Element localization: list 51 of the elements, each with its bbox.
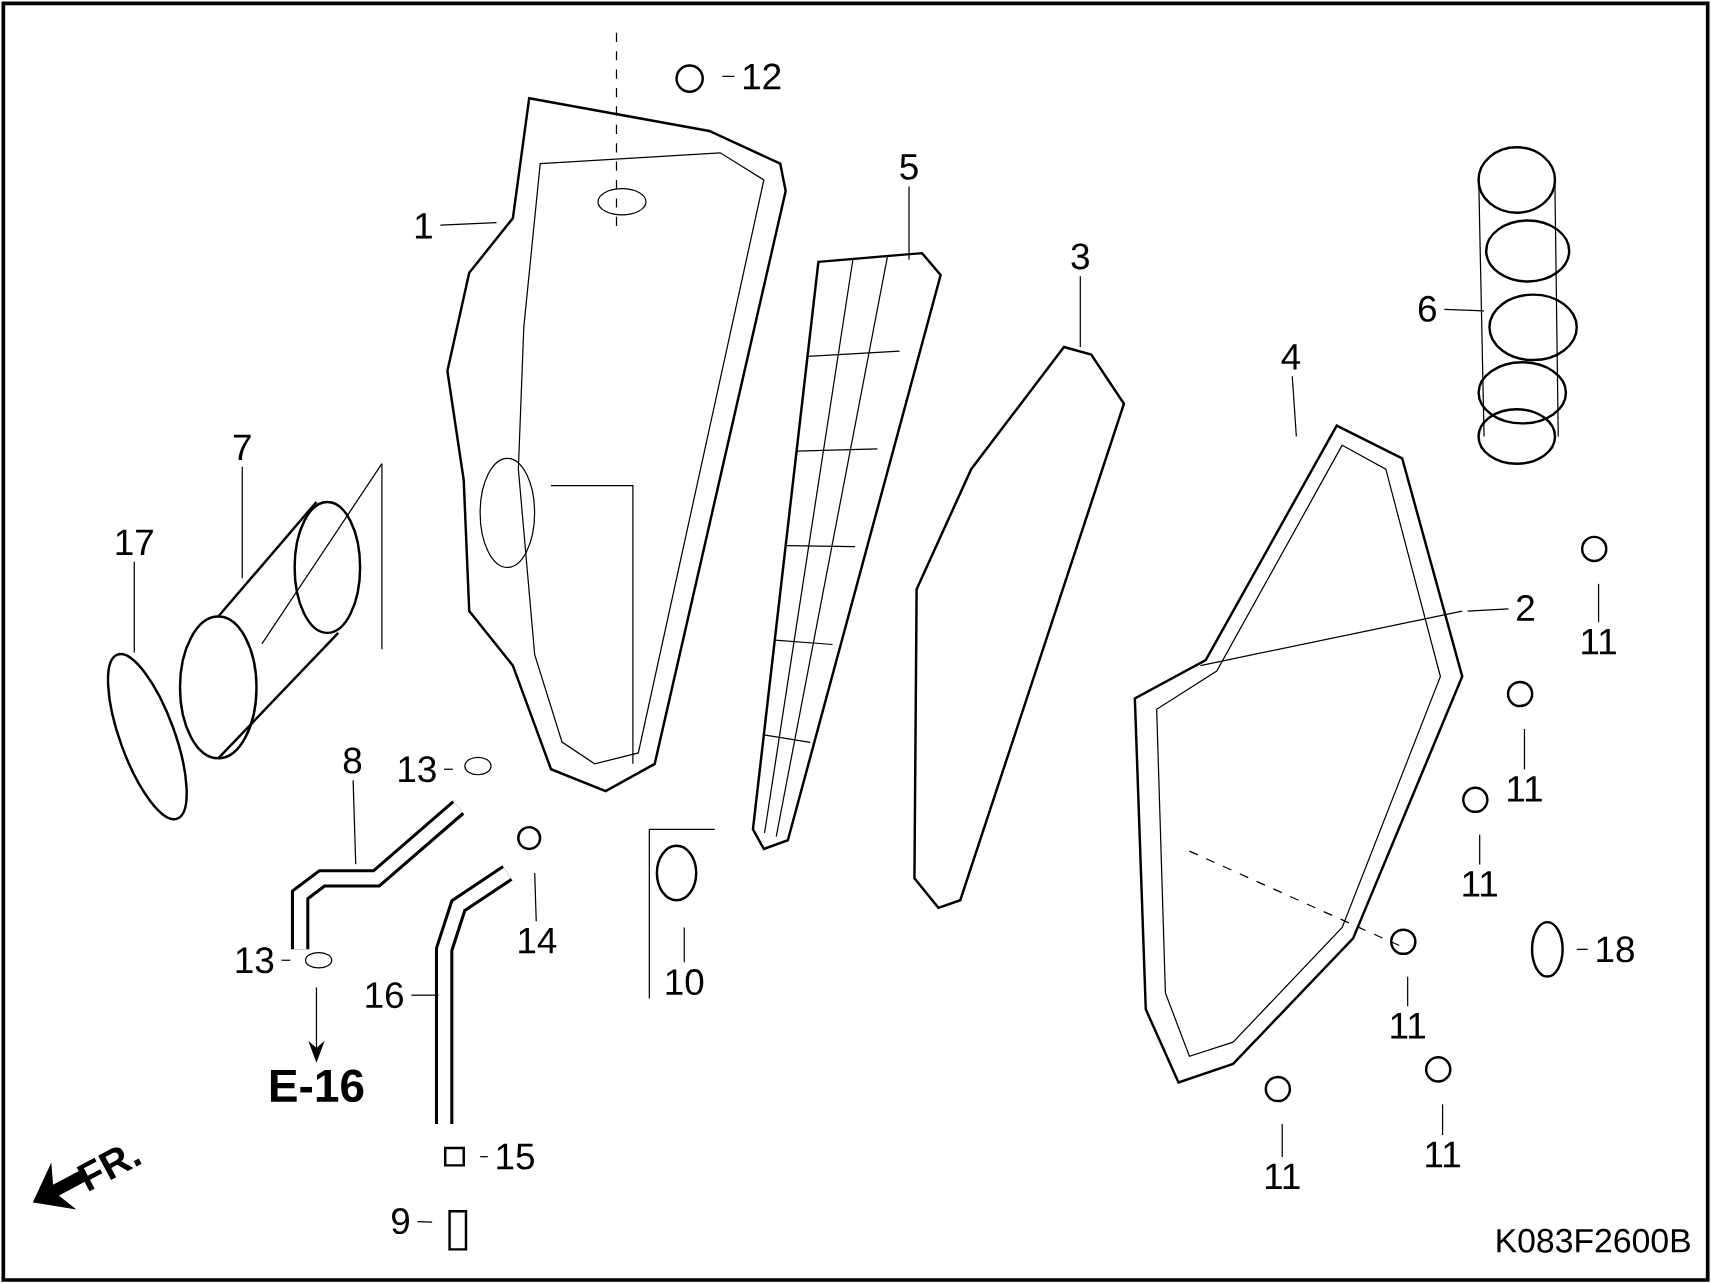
- callout-number: 12: [744, 63, 781, 90]
- leader-line: [352, 779, 357, 865]
- callout-number: 13: [236, 947, 274, 974]
- leader-line: [479, 1155, 489, 1158]
- callout-number: 18: [1597, 936, 1634, 963]
- leader-line: [1479, 834, 1481, 865]
- callout-number: 11: [1582, 628, 1616, 655]
- callout-number: 1: [415, 213, 432, 239]
- callout-number: 9: [392, 1207, 409, 1234]
- callout-number: 11: [1265, 1163, 1300, 1189]
- callout-number: 16: [366, 982, 403, 1009]
- leader-line: [439, 221, 498, 226]
- leader-line: [1407, 975, 1409, 1007]
- leader-line: [908, 185, 910, 261]
- leader-line: [1079, 275, 1081, 348]
- leader-line: [683, 926, 685, 963]
- callout-number: 11: [1508, 776, 1542, 802]
- callout-number: 6: [1418, 295, 1436, 322]
- callout-number: 13: [399, 756, 436, 783]
- callout-number: 14: [519, 927, 557, 954]
- leader-line: [133, 561, 135, 654]
- callout-number: 7: [233, 434, 251, 460]
- callout-number: 10: [666, 968, 704, 995]
- leader-line: [1467, 608, 1510, 612]
- drawing-code: K083F2600B: [1497, 1228, 1690, 1253]
- leader-line: [721, 75, 736, 77]
- callout-number: 11: [1391, 1012, 1425, 1039]
- callout-number: 4: [1281, 344, 1301, 370]
- leader-line: [1441, 1103, 1444, 1136]
- direction-label: FR.: [76, 1147, 142, 1192]
- leader-line: [1281, 1123, 1283, 1158]
- leader-line: [1597, 583, 1600, 623]
- leader-line: [280, 959, 291, 961]
- callout-number: 8: [343, 747, 362, 774]
- leader-line: [241, 466, 243, 579]
- callout-number: 2: [1517, 594, 1534, 621]
- leader-line: [1291, 375, 1297, 437]
- leader-line: [416, 1220, 433, 1223]
- leader-line: [410, 994, 440, 996]
- callout-number: 3: [1071, 243, 1089, 270]
- leader-line: [1576, 948, 1589, 950]
- leader-line: [1523, 728, 1526, 770]
- callout-number: 5: [900, 154, 918, 180]
- callout-number: 15: [497, 1143, 534, 1170]
- callout-number: 17: [116, 529, 153, 555]
- leader-line: [1443, 308, 1485, 312]
- callout-number: 11: [1426, 1141, 1460, 1168]
- leader-line: [534, 872, 537, 922]
- leader-line: [443, 768, 454, 770]
- reference-label: E-16: [270, 1069, 364, 1102]
- callout-number: 11: [1463, 871, 1497, 897]
